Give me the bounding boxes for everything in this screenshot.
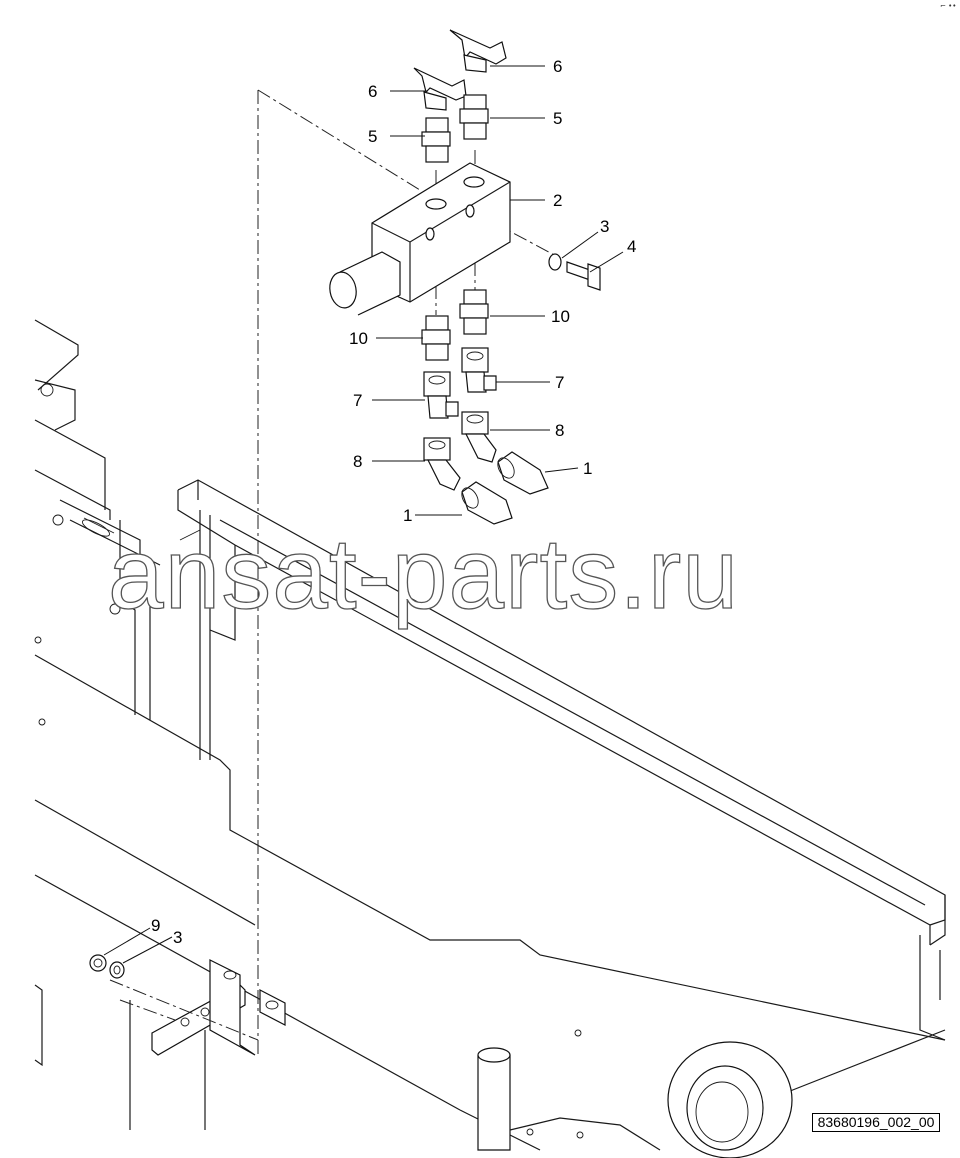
drawing-reference-code: 83680196_002_00 (812, 1113, 940, 1132)
callout-6-upper: 6 (553, 57, 562, 76)
callout-3-lower: 3 (173, 928, 182, 947)
tee-fitting-7-right (461, 347, 497, 393)
callout-labels: 6 6 5 5 2 3 4 10 10 7 7 8 8 1 1 9 3 (151, 57, 636, 947)
elbow-fitting-8-left (423, 437, 461, 491)
washer-3-lower (109, 961, 125, 979)
corner-mark: ⌐ •• (940, 2, 957, 10)
adapter-10-right (459, 289, 489, 335)
callout-7-left: 7 (353, 391, 362, 410)
callout-5-right: 5 (553, 109, 562, 128)
nut-9 (89, 954, 107, 972)
callout-10-left: 10 (349, 329, 368, 348)
adapter-5-left (421, 117, 451, 163)
callout-8-left: 8 (353, 452, 362, 471)
cap-1-left (461, 481, 513, 525)
callout-7-right: 7 (555, 373, 564, 392)
tee-fitting-6-lower (413, 67, 467, 111)
tee-fitting-6-upper (449, 29, 507, 73)
callout-5-left: 5 (368, 127, 377, 146)
valve-block (329, 162, 511, 316)
callout-3-upper: 3 (600, 217, 609, 236)
callout-1-left: 1 (403, 506, 412, 525)
tee-fitting-7-left (423, 371, 459, 419)
elbow-fitting-8-right (461, 411, 497, 463)
bolt-4 (566, 261, 601, 291)
fitting-parts (89, 29, 601, 979)
callout-8-right: 8 (555, 421, 564, 440)
leader-lines (103, 65, 624, 964)
callout-6-lower: 6 (368, 82, 377, 101)
machine-frame (34, 319, 946, 1158)
watermark-text: ansat-parts.ru (108, 518, 739, 630)
callout-10-right: 10 (551, 307, 570, 326)
callout-9: 9 (151, 916, 160, 935)
adapter-5-right (459, 94, 489, 140)
callout-4: 4 (627, 237, 636, 256)
callout-2: 2 (553, 191, 562, 210)
cap-1-right (497, 451, 549, 495)
adapter-10-left (421, 315, 451, 361)
washer-3-upper (548, 253, 562, 271)
callout-1-right: 1 (583, 459, 592, 478)
